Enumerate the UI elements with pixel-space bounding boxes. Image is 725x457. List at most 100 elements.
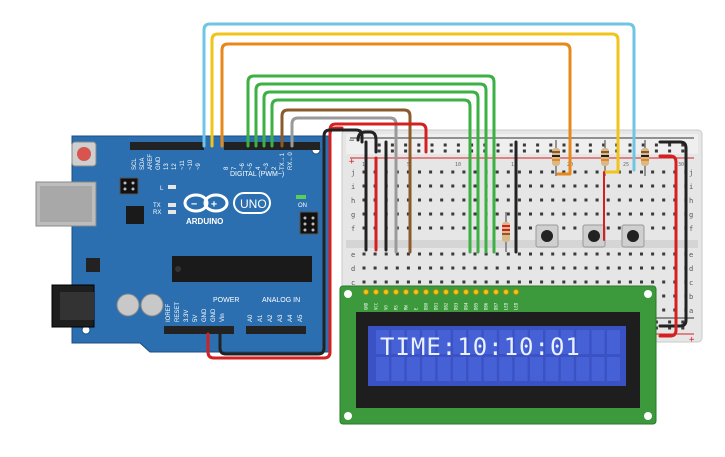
- icsp-usb-pin: [123, 187, 127, 191]
- breadboard-hole: [440, 280, 444, 284]
- breadboard-hole: [628, 252, 632, 256]
- push-button-3-cap[interactable]: [627, 230, 639, 242]
- wire-red-right[interactable]: [658, 154, 678, 338]
- col-number-30: 30: [678, 162, 684, 168]
- breadboard-hole: [651, 252, 655, 256]
- breadboard-hole: [584, 266, 588, 270]
- lcd-display-text: TIME:10:10:01: [380, 333, 581, 361]
- icsp-main-pin: [311, 228, 315, 232]
- breadboard-hole: [584, 184, 588, 188]
- resistor-contrast[interactable]: [502, 212, 510, 252]
- uno-model-label: UNO: [240, 197, 267, 211]
- wire-green-2[interactable]: [254, 82, 488, 254]
- resistor-3-band-1: [641, 151, 649, 153]
- push-button-2-cap[interactable]: [588, 230, 600, 242]
- breadboard-hole: [362, 198, 366, 202]
- wire-black-top[interactable]: [356, 130, 378, 154]
- breadboard-hole: [418, 226, 421, 230]
- wire-red-top[interactable]: [328, 122, 428, 154]
- top-power-rail: [346, 134, 698, 154]
- col-number-25: 25: [623, 162, 629, 168]
- rail-hole: [602, 143, 606, 147]
- lcd-cell: [406, 330, 420, 354]
- resistor-3[interactable]: [641, 140, 649, 176]
- breadboard-hole: [662, 308, 666, 312]
- top-pin-label: ~3: [264, 162, 270, 170]
- rail-hole: [536, 143, 540, 147]
- lcd-cell: [437, 330, 451, 354]
- breadboard-hole: [440, 170, 444, 174]
- top-pin-label: ~11: [180, 160, 186, 170]
- rail-hole: [522, 143, 526, 147]
- push-button-1[interactable]: [535, 224, 559, 248]
- rail-hole: [681, 143, 685, 147]
- reset-button[interactable]: [77, 147, 91, 161]
- wire-orange[interactable]: [220, 42, 572, 176]
- breadboard-hole: [406, 184, 410, 188]
- breadboard-hole: [506, 280, 510, 284]
- push-button-1-cap[interactable]: [541, 230, 553, 242]
- breadboard-hole: [473, 280, 477, 284]
- breadboard-hole: [517, 252, 521, 256]
- breadboard-hole: [429, 266, 433, 270]
- row-letter-g: g: [351, 211, 355, 219]
- top-rail-plus-label: +: [349, 157, 355, 167]
- power-pin-label: GND: [211, 308, 217, 322]
- push-button-2[interactable]: [582, 224, 606, 248]
- breadboard-hole: [395, 266, 399, 270]
- wire-cyan[interactable]: [202, 22, 636, 172]
- arduino-logo: − + ARDUINO UNO: [183, 192, 271, 226]
- lcd-mount-hole-4: [644, 412, 652, 420]
- logo-plus: +: [211, 199, 217, 210]
- wire-brown[interactable]: [280, 108, 412, 254]
- wires: [202, 22, 688, 360]
- resistor-2[interactable]: [601, 140, 609, 176]
- breadboard-hole: [651, 266, 655, 270]
- breadboard-hole: [617, 212, 621, 216]
- breadboard-hole: [551, 184, 555, 188]
- lcd-pin-label: RS: [394, 305, 399, 310]
- breadboard-hole: [406, 280, 410, 284]
- rail-hole: [417, 143, 421, 147]
- lcd-cell: [453, 330, 466, 354]
- lcd-cell: [530, 357, 543, 381]
- lcd-pin-label: E: [414, 307, 419, 310]
- wire-gray[interactable]: [290, 116, 398, 254]
- wire-green-4[interactable]: [270, 98, 472, 254]
- breadboard-hole: [529, 198, 532, 202]
- breadboard-hole: [462, 252, 466, 256]
- breadboard-hole: [628, 212, 632, 216]
- breadboard-hole: [418, 170, 421, 174]
- top-pin-label: 2: [272, 166, 278, 170]
- breadboard-hole: [451, 198, 455, 202]
- row-letter-c-right: c: [689, 279, 693, 287]
- breadboard-hole: [573, 226, 577, 230]
- top-pin-label: 7: [232, 166, 238, 170]
- icsp-usb-pin: [131, 187, 135, 191]
- breadboard-hole: [451, 266, 455, 270]
- wire-green-1[interactable]: [246, 74, 496, 254]
- breadboard-hole: [418, 212, 421, 216]
- lcd-character-cells: [376, 330, 620, 381]
- wire-black-gnd[interactable]: [218, 128, 364, 356]
- usb-chip: [126, 206, 144, 224]
- wire-black-right[interactable]: [658, 140, 688, 328]
- push-button-3[interactable]: [621, 224, 645, 248]
- resistor-3-band-3: [641, 159, 649, 161]
- rail-hole: [668, 143, 672, 147]
- row-letter-j: j: [351, 169, 355, 177]
- breadboard-hole: [406, 212, 410, 216]
- resistor-1[interactable]: [552, 140, 560, 176]
- analog-pin-label: A2: [268, 314, 274, 322]
- led-tx: [168, 203, 176, 207]
- wire-yellow[interactable]: [210, 32, 620, 174]
- breadboard-hole: [462, 266, 466, 270]
- wire-green-3[interactable]: [262, 90, 480, 254]
- lcd-cell: [591, 330, 605, 354]
- lcd-mount-hole-3: [344, 412, 352, 420]
- uno-badge: [233, 192, 271, 214]
- breadboard-hole: [529, 226, 532, 230]
